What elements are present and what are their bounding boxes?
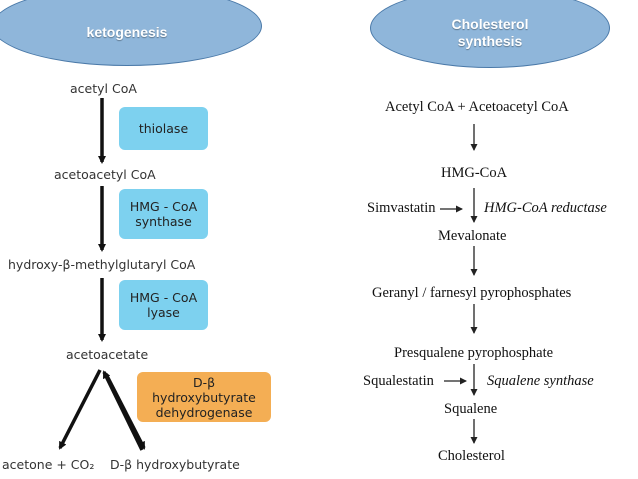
keto-acetone-co2: acetone + CO₂: [2, 457, 95, 472]
enzyme-hmg-coa-lyase: HMG - CoA lyase: [119, 280, 208, 330]
enzyme-lyase-label: HMG - CoA lyase: [129, 290, 198, 320]
chol-squalene-synthase: Squalene synthase: [487, 373, 594, 389]
enzyme-thiolase-label: thiolase: [138, 121, 189, 136]
enzyme-dehydrogenase: D-β hydroxybutyrate dehydrogenase: [137, 372, 271, 422]
chol-hmg-reductase: HMG-CoA reductase: [484, 200, 607, 216]
keto-arrow-4: [58, 369, 102, 450]
ketogenesis-header: ketogenesis: [0, 0, 262, 66]
keto-arrow-6: [102, 370, 144, 451]
keto-hmg-coa: hydroxy-β-methylglutaryl CoA: [8, 257, 196, 272]
keto-acetyl-coa: acetyl CoA: [70, 81, 137, 96]
chol-start: Acetyl CoA + Acetoacetyl CoA: [385, 99, 569, 115]
keto-acetoacetate: acetoacetate: [66, 347, 149, 362]
keto-hydroxybutyrate: D-β hydroxybutyrate: [110, 457, 240, 472]
chol-geranyl: Geranyl / farnesyl pyrophosphates: [372, 285, 572, 301]
enzyme-dehydrogenase-label: D-β hydroxybutyrate dehydrogenase: [152, 374, 256, 420]
chol-presqualene: Presqualene pyrophosphate: [394, 345, 554, 361]
chol-cholesterol: Cholesterol: [438, 448, 505, 464]
chol-squalene: Squalene: [444, 401, 498, 417]
cholesterol-header-label: Cholesterol synthesis: [451, 16, 529, 49]
ketogenesis-header-label: ketogenesis: [86, 23, 168, 40]
cholesterol-synthesis-header: Cholesterol synthesis: [370, 0, 610, 68]
enzyme-thiolase: thiolase: [119, 107, 208, 150]
enzyme-synthase-label: HMG - CoA synthase: [129, 199, 198, 229]
chol-squalestatin: Squalestatin: [363, 373, 434, 389]
chol-hmg-coa: HMG-CoA: [441, 165, 508, 181]
enzyme-hmg-coa-synthase: HMG - CoA synthase: [119, 189, 208, 239]
keto-acetoacetyl-coa: acetoacetyl CoA: [54, 167, 156, 182]
chol-mevalonate: Mevalonate: [438, 228, 507, 244]
chol-simvastatin: Simvastatin: [367, 200, 436, 216]
